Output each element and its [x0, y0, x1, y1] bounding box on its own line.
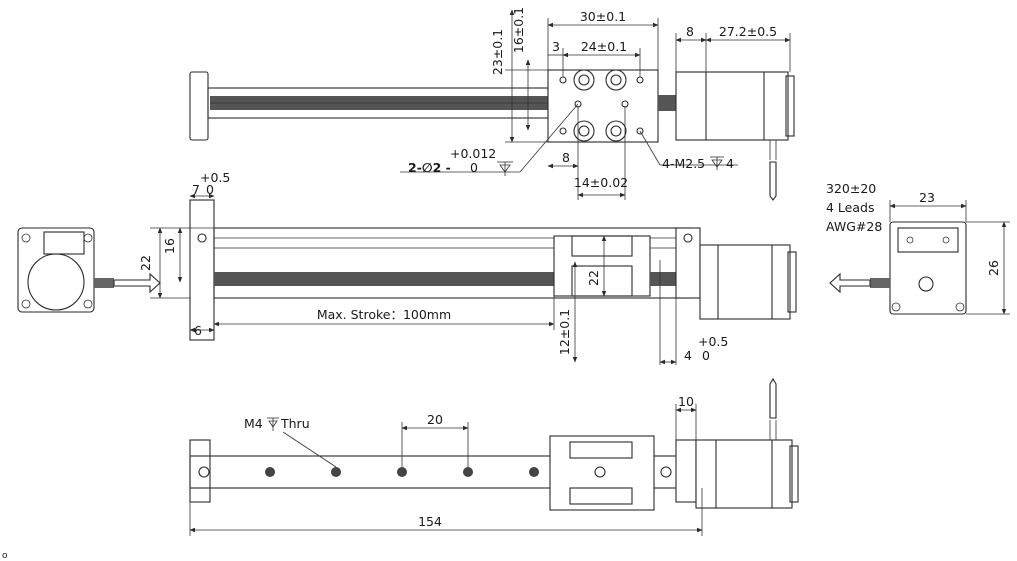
- hole-label: M4: [244, 416, 263, 431]
- mounting-holes: [198, 466, 672, 478]
- dim-h16-front: 16: [162, 238, 177, 254]
- front-end-block-left: [189, 199, 215, 341]
- dim-h22-carriage: 22: [586, 270, 601, 286]
- dim-tol-lower-left: 0: [206, 182, 214, 197]
- dim-w6: 6: [194, 323, 202, 338]
- dim-w3: 3: [552, 39, 560, 54]
- bottom-end-block-left: [189, 439, 211, 503]
- top-screw-exit: [658, 95, 678, 111]
- tap-depth-icon: [710, 156, 724, 170]
- dim-tol-upper-left: +0.5: [200, 170, 230, 185]
- corner-mark: o: [2, 551, 8, 561]
- front-motor: [699, 244, 791, 320]
- tap-hole-label: 4-M2.5: [662, 156, 705, 171]
- dim-w23: 23: [919, 190, 935, 205]
- max-stroke-label: Max. Stroke：100mm: [317, 307, 451, 322]
- top-view: 23±0.1 16±0.1 30±0.1 3 24±0.1 8 27.2±0.5…: [189, 7, 795, 201]
- front-view: +0.5 7 0 22 16 6 Max. Stroke：100mm 22 12…: [17, 170, 797, 365]
- dim-w10: 10: [678, 394, 694, 409]
- bottom-carriage: [549, 435, 655, 511]
- dim-w8-bottom: 8: [562, 150, 570, 165]
- front-lead-screw: [214, 272, 554, 286]
- dim-h12: 12±0.1: [557, 309, 572, 355]
- dim-w24: 24±0.1: [581, 39, 627, 54]
- top-carriage: [547, 69, 659, 143]
- front-end-block-right: [675, 227, 701, 299]
- bottom-view: M4 Thru 20 10 154: [189, 377, 799, 536]
- dim-h23: 23±0.1: [490, 29, 505, 75]
- wire-gauge: AWG#28: [826, 219, 882, 234]
- dim-w14: 14±0.02: [574, 175, 628, 190]
- dim-w8-top: 8: [686, 24, 694, 39]
- pin-tol-lower: 0: [470, 160, 478, 175]
- lead-count: 4 Leads: [826, 200, 874, 215]
- dim-pitch: 20: [427, 412, 443, 427]
- dim-w7: 7: [192, 182, 200, 197]
- dim-h22: 22: [138, 255, 153, 271]
- tap-depth: 4: [726, 156, 734, 171]
- pin-tol-upper: +0.012: [450, 146, 496, 161]
- hole-type: Thru: [280, 416, 310, 431]
- dim-w30: 30±0.1: [580, 9, 626, 24]
- counterbore-holes: [573, 69, 627, 142]
- top-motor: [675, 71, 789, 141]
- dim-w4: 4: [684, 348, 692, 363]
- end-motor-view-left: [17, 227, 161, 313]
- dim-tol-lower-right: 0: [702, 348, 710, 363]
- side-view: 320±20 4 Leads AWG#28 23 26: [826, 181, 1010, 315]
- bottom-end-block-right: [675, 439, 697, 503]
- side-motor-body: [889, 221, 967, 315]
- dim-h26: 26: [986, 260, 1001, 276]
- depth-symbol-icon: [497, 161, 513, 176]
- cable-length: 320±20: [826, 181, 876, 196]
- top-end-block: [189, 71, 209, 141]
- bottom-motor: [695, 439, 793, 509]
- dim-h16: 16±0.1: [511, 7, 526, 53]
- thru-depth-icon: [267, 417, 279, 431]
- pin-hole-label: 2-∅2 -: [408, 160, 451, 175]
- dim-total-length: 154: [418, 514, 442, 529]
- dim-w27: 27.2±0.5: [719, 24, 777, 39]
- dim-tol-upper-right: +0.5: [698, 334, 728, 349]
